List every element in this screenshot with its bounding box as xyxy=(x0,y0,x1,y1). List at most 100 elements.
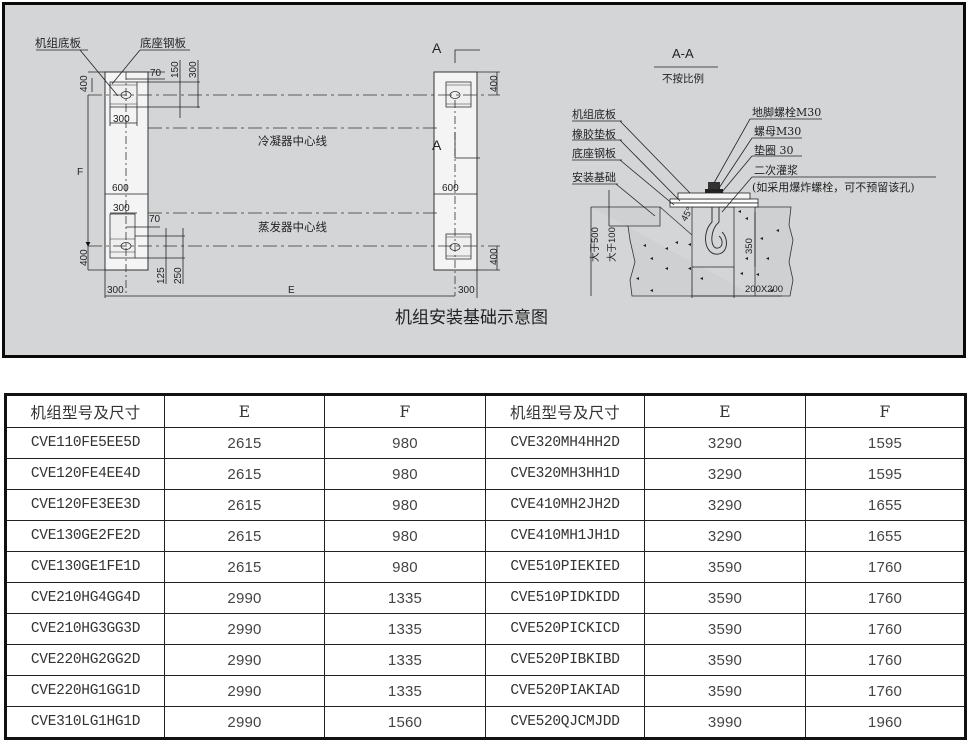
label-base-steel-plate: 底座钢板 xyxy=(140,36,186,50)
e-value-cell: 2615 xyxy=(164,458,325,490)
svg-text:◂: ◂ xyxy=(740,271,743,277)
dim-400-bottom-right: 400 xyxy=(489,248,500,265)
e-value-cell: 2990 xyxy=(164,675,325,707)
svg-text:◂: ◂ xyxy=(688,242,691,248)
dim-300-top: 300 xyxy=(113,114,130,125)
svg-text:◂: ◂ xyxy=(738,209,741,215)
f-value-cell: 980 xyxy=(324,458,486,490)
foundation-diagram-frame: 机组底板 底座钢板 冷凝器中心线 蒸发器中心线 A A F E 70 300 6… xyxy=(2,2,966,358)
dim-hole-size: 200X200 xyxy=(745,284,783,295)
foundation-diagram: 机组底板 底座钢板 冷凝器中心线 蒸发器中心线 A A F E 70 300 6… xyxy=(35,36,936,328)
centerlines xyxy=(88,94,500,247)
section-label-nut: 螺母M30 xyxy=(754,125,801,138)
section-mark-bottom: A xyxy=(432,137,442,153)
f-value-cell: 1655 xyxy=(805,489,966,521)
header-E: E xyxy=(164,394,325,428)
section-title: A-A xyxy=(672,46,694,61)
model-cell: CVE410MH2JH2D xyxy=(485,489,645,521)
svg-text:◂: ◂ xyxy=(756,272,759,278)
f-value-cell: 980 xyxy=(324,427,486,459)
dim-250: 250 xyxy=(173,267,184,284)
svg-text:◂: ◂ xyxy=(766,256,769,262)
f-value-cell: 1595 xyxy=(805,458,966,490)
e-value-cell: 2990 xyxy=(164,706,325,739)
dim-70-bottom: 70 xyxy=(149,214,161,225)
model-cell: CVE110FE5EE5D xyxy=(5,427,165,459)
svg-text:◂: ◂ xyxy=(636,276,639,282)
e-value-cell: 3590 xyxy=(644,644,806,676)
f-value-cell: 980 xyxy=(324,489,486,521)
f-value-cell: 1760 xyxy=(805,551,966,583)
dim-300-vertical: 300 xyxy=(188,61,199,78)
e-value-cell: 3290 xyxy=(644,458,806,490)
dim-400-bottom-left: 400 xyxy=(79,249,90,266)
svg-text:◂: ◂ xyxy=(688,266,691,272)
e-value-cell: 3590 xyxy=(644,551,806,583)
dim-hole-depth-350: 350 xyxy=(744,238,755,254)
e-value-cell: 2990 xyxy=(164,644,325,676)
section-note: (如采用爆炸螺栓，可不预留该孔) xyxy=(752,180,915,194)
header-F-2: F xyxy=(805,394,966,428)
svg-text:◂: ◂ xyxy=(745,216,748,222)
svg-text:◂: ◂ xyxy=(675,240,678,246)
model-cell: CVE130GE2FE2D xyxy=(5,520,165,552)
model-cell: CVE310LG1HG1D xyxy=(5,706,165,739)
f-value-cell: 1960 xyxy=(805,706,966,739)
dim-E-label: E xyxy=(288,285,295,296)
section-label-installation-foundation: 安装基础 xyxy=(572,170,616,184)
f-value-cell: 1760 xyxy=(805,644,966,676)
label-condenser-centerline: 冷凝器中心线 xyxy=(258,134,327,148)
label-unit-base-plate: 机组底板 xyxy=(35,36,81,50)
e-value-cell: 2990 xyxy=(164,582,325,614)
dim-600-left: 600 xyxy=(112,183,129,194)
dim-70-top: 70 xyxy=(150,68,162,79)
f-value-cell: 1760 xyxy=(805,675,966,707)
dim-300-left-offset: 300 xyxy=(107,285,124,296)
model-cell: CVE320MH3HH1D xyxy=(485,458,645,490)
section-label-base-steel-plate: 底座钢板 xyxy=(572,146,616,160)
dim-400-top-left: 400 xyxy=(79,75,90,92)
e-value-cell: 3290 xyxy=(644,489,806,521)
model-cell: CVE520PIAKIAD xyxy=(485,675,645,707)
e-value-cell: 3590 xyxy=(644,582,806,614)
section-label-anchor-bolt: 地脚螺栓M30 xyxy=(752,105,821,119)
model-cell: CVE510PIDKIDD xyxy=(485,582,645,614)
e-value-cell: 2615 xyxy=(164,520,325,552)
f-value-cell: 980 xyxy=(324,551,486,583)
f-value-cell: 1335 xyxy=(324,582,486,614)
f-value-cell: 1655 xyxy=(805,520,966,552)
f-value-cell: 1595 xyxy=(805,427,966,459)
e-value-cell: 3290 xyxy=(644,427,806,459)
dim-125: 125 xyxy=(156,267,167,284)
svg-text:◂: ◂ xyxy=(650,256,653,262)
model-cell: CVE120FE4EE4D xyxy=(5,458,165,490)
model-cell: CVE520PIBKIBD xyxy=(485,644,645,676)
f-value-cell: 1560 xyxy=(324,706,486,739)
svg-text:◂: ◂ xyxy=(650,288,653,294)
e-value-cell: 3990 xyxy=(644,706,806,739)
section-label-washer: 垫圈 30 xyxy=(754,143,794,157)
model-cell: CVE320MH4HH2D xyxy=(485,427,645,459)
dim-600-right: 600 xyxy=(442,183,459,194)
section-mark-top: A xyxy=(432,40,442,56)
model-cell: CVE130GE1FE1D xyxy=(5,551,165,583)
svg-text:◂: ◂ xyxy=(770,288,773,294)
section-label-unit-base-plate: 机组底板 xyxy=(572,107,616,121)
model-cell: CVE520QJCMJDD xyxy=(485,706,645,739)
f-value-cell: 1760 xyxy=(805,582,966,614)
label-evaporator-centerline: 蒸发器中心线 xyxy=(258,220,327,234)
svg-text:◂: ◂ xyxy=(665,246,668,252)
section-label-rubber-pad: 橡胶垫板 xyxy=(572,127,616,141)
e-value-cell: 2615 xyxy=(164,551,325,583)
table-header-row: 机组型号及尺寸 E F 机组型号及尺寸 E F xyxy=(5,394,966,428)
dim-F-label: F xyxy=(77,167,83,178)
f-value-cell: 1335 xyxy=(324,644,486,676)
